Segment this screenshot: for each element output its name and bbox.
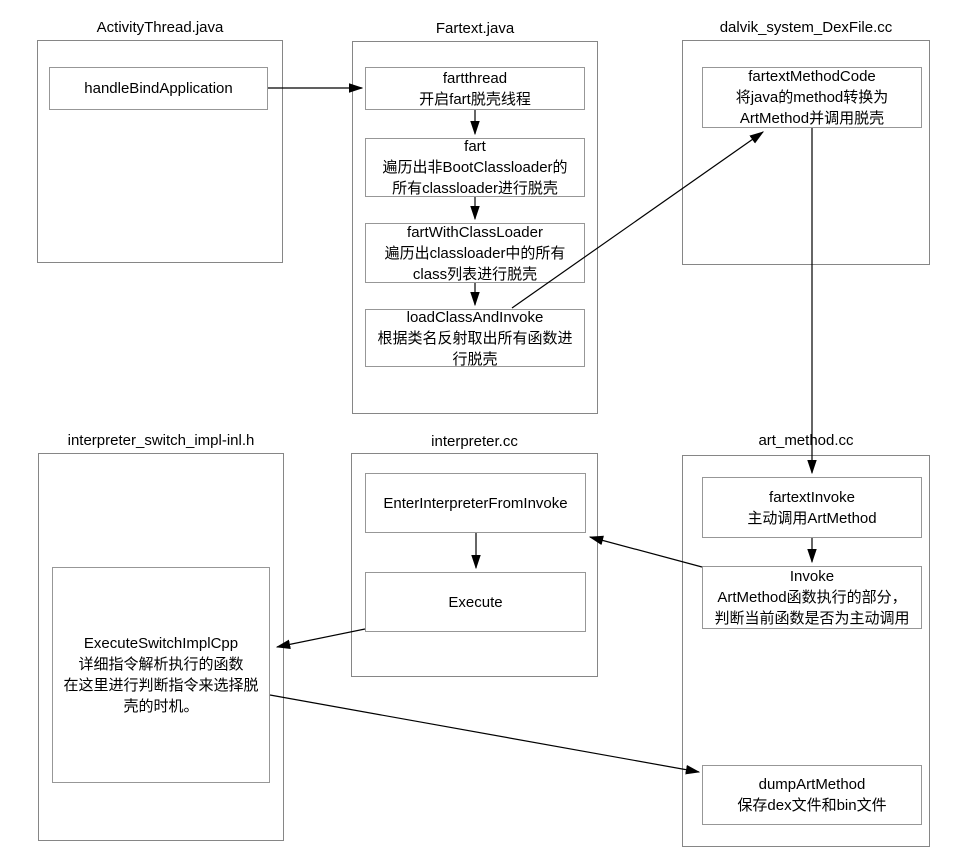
node-line: EnterInterpreterFromInvoke bbox=[383, 494, 568, 512]
node-line: 主动调用ArtMethod bbox=[747, 509, 877, 527]
section-title-interpreter: interpreter.cc bbox=[431, 433, 518, 450]
node-line: ArtMethod并调用脱壳 bbox=[739, 110, 885, 127]
node-line: 遍历出classloader中的所有 bbox=[384, 244, 566, 262]
node-line: fartextInvoke bbox=[769, 488, 855, 506]
node-line: handleBindApplication bbox=[84, 80, 233, 97]
node-line: Invoke bbox=[789, 568, 835, 585]
node-line: 将java的method转换为 bbox=[735, 89, 889, 106]
node-line: fartextMethodCode bbox=[748, 68, 876, 85]
node-line: 行脱壳 bbox=[452, 350, 498, 368]
node-line: 判断当前函数是否为主动调用 bbox=[714, 610, 910, 627]
section-title-dexfile: dalvik_system_DexFile.cc bbox=[719, 19, 893, 36]
node-execute-switch-impl-cpp: ExecuteSwitchImplCpp 详细指令解析执行的函数 在这里进行判断… bbox=[52, 567, 270, 783]
node-line: 保存dex文件和bin文件 bbox=[737, 797, 887, 814]
node-line: 开启fart脱壳线程 bbox=[419, 90, 531, 108]
node-line: ExecuteSwitchImplCpp bbox=[83, 635, 239, 652]
node-fart: fart 遍历出非BootClassloader的 所有classloader进… bbox=[365, 138, 585, 197]
node-line: 遍历出非BootClassloader的 bbox=[382, 159, 568, 176]
node-invoke: Invoke ArtMethod函数执行的部分， 判断当前函数是否为主动调用 bbox=[702, 566, 922, 629]
node-line: dumpArtMethod bbox=[758, 776, 866, 793]
node-fart-with-classloader: fartWithClassLoader 遍历出classloader中的所有 c… bbox=[365, 223, 585, 283]
node-line: fartthread bbox=[442, 69, 508, 87]
arrow-execute-switch-impl-to-dump-art-method bbox=[269, 694, 701, 775]
node-line: fart bbox=[464, 138, 486, 155]
node-line: class列表进行脱壳 bbox=[412, 265, 538, 283]
node-fartthread: fartthread 开启fart脱壳线程 bbox=[365, 67, 585, 110]
node-fartext-method-code: fartextMethodCode 将java的method转换为 ArtMet… bbox=[702, 67, 922, 128]
node-execute: Execute bbox=[365, 572, 586, 632]
node-enter-interpreter-from-invoke: EnterInterpreterFromInvoke bbox=[365, 473, 586, 533]
node-line: Execute bbox=[448, 593, 503, 611]
node-line: fartWithClassLoader bbox=[407, 223, 543, 241]
node-line: 在这里进行判断指令来选择脱 bbox=[63, 677, 259, 694]
node-dump-art-method: dumpArtMethod 保存dex文件和bin文件 bbox=[702, 765, 922, 825]
node-line: 根据类名反射取出所有函数进 bbox=[377, 329, 573, 347]
node-handle-bind-application: handleBindApplication bbox=[49, 67, 268, 110]
node-line: ArtMethod函数执行的部分， bbox=[717, 589, 907, 606]
node-load-class-and-invoke: loadClassAndInvoke 根据类名反射取出所有函数进 行脱壳 bbox=[365, 308, 585, 368]
section-title-interp-switch: interpreter_switch_impl-inl.h bbox=[67, 432, 255, 449]
node-fartext-invoke: fartextInvoke 主动调用ArtMethod bbox=[702, 477, 922, 538]
section-title-activity-thread: ActivityThread.java bbox=[96, 19, 224, 36]
node-line: loadClassAndInvoke bbox=[406, 308, 544, 326]
section-title-fartext: Fartext.java bbox=[435, 20, 515, 37]
node-line: 详细指令解析执行的函数 bbox=[78, 656, 244, 673]
section-title-art-method: art_method.cc bbox=[758, 432, 854, 449]
node-line: 壳的时机。 bbox=[123, 698, 199, 715]
node-line: 所有classloader进行脱壳 bbox=[392, 180, 558, 197]
